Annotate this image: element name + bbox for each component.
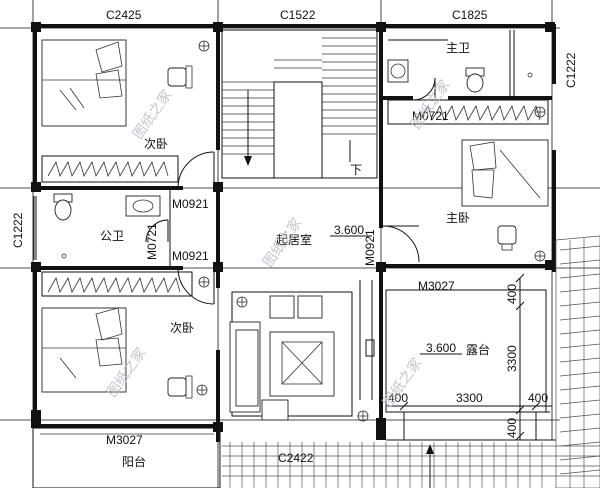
terrace <box>385 278 556 488</box>
wardrobe-top-left <box>41 155 179 183</box>
bed-master <box>461 139 549 207</box>
door-label-master-bath: M0721 <box>412 109 449 123</box>
room-label-terrace: 露台 <box>466 342 490 357</box>
room-label-balcony: 阳台 <box>122 454 146 469</box>
terrace-dimension-lines <box>388 273 552 441</box>
dim-terrace-side: 3300 <box>505 345 519 372</box>
door-label-terrace: M3027 <box>418 279 455 293</box>
roof-bottom <box>222 442 600 488</box>
roof-right <box>555 235 600 488</box>
watermark: 图纸之家 <box>129 87 174 142</box>
window-label-right-side: C1222 <box>564 52 578 88</box>
dim-terrace-width-right: 400 <box>528 391 548 405</box>
window-label-bottom: C2422 <box>278 451 314 465</box>
door-label-balcony: M3027 <box>106 433 143 447</box>
door-swings <box>145 77 436 305</box>
room-label-bedroom-bottom-left: 次卧 <box>170 321 194 335</box>
door-label-bedroom-top-left: M0921 <box>172 197 209 211</box>
chair-top-left <box>167 65 193 89</box>
room-label-living-room: 起居室 <box>276 232 312 247</box>
balcony <box>32 427 221 488</box>
door-label-bedroom-bottom-left: M0921 <box>172 249 209 263</box>
dim-terrace-width-main: 3300 <box>456 391 483 405</box>
stair-down-label: 下 <box>350 163 362 177</box>
dim-terrace-bottom-side: 400 <box>505 418 519 438</box>
wardrobe-bottom-left <box>41 271 193 297</box>
level-label-terrace: 3.600 <box>426 341 456 355</box>
stair <box>221 29 378 179</box>
master-bath-fixtures <box>387 30 533 96</box>
sofa-set <box>229 280 375 421</box>
window-label-top-left: C2425 <box>106 8 142 22</box>
window-label-top-middle: C1522 <box>280 8 316 22</box>
room-label-master-bedroom: 主卧 <box>446 211 470 225</box>
room-label-master-bath: 主卫 <box>446 41 470 55</box>
window-label-top-right: C1825 <box>452 8 488 22</box>
window-label-left-side: C1222 <box>11 212 25 248</box>
lamp-icons <box>196 40 546 422</box>
wardrobe-master <box>387 99 549 125</box>
chair-bottom-left <box>167 375 193 399</box>
level-label-living: 3.600 <box>334 223 364 237</box>
watermark: 图纸之家 <box>407 77 452 132</box>
door-label-public-bath: M0721 <box>145 223 159 260</box>
bed-bottom-left <box>41 307 127 393</box>
door-label-living-right: M0921 <box>363 229 377 266</box>
room-label-bedroom-top-left: 次卧 <box>144 137 168 151</box>
walls <box>31 22 556 442</box>
bed-top-left <box>41 39 127 127</box>
chair-master <box>497 225 517 251</box>
room-label-public-bath: 公卫 <box>100 229 124 243</box>
public-bath-fixtures <box>53 190 171 266</box>
dim-terrace-width-left: 400 <box>388 391 408 405</box>
dim-terrace-top: 400 <box>505 284 519 304</box>
window-lines <box>33 24 556 428</box>
